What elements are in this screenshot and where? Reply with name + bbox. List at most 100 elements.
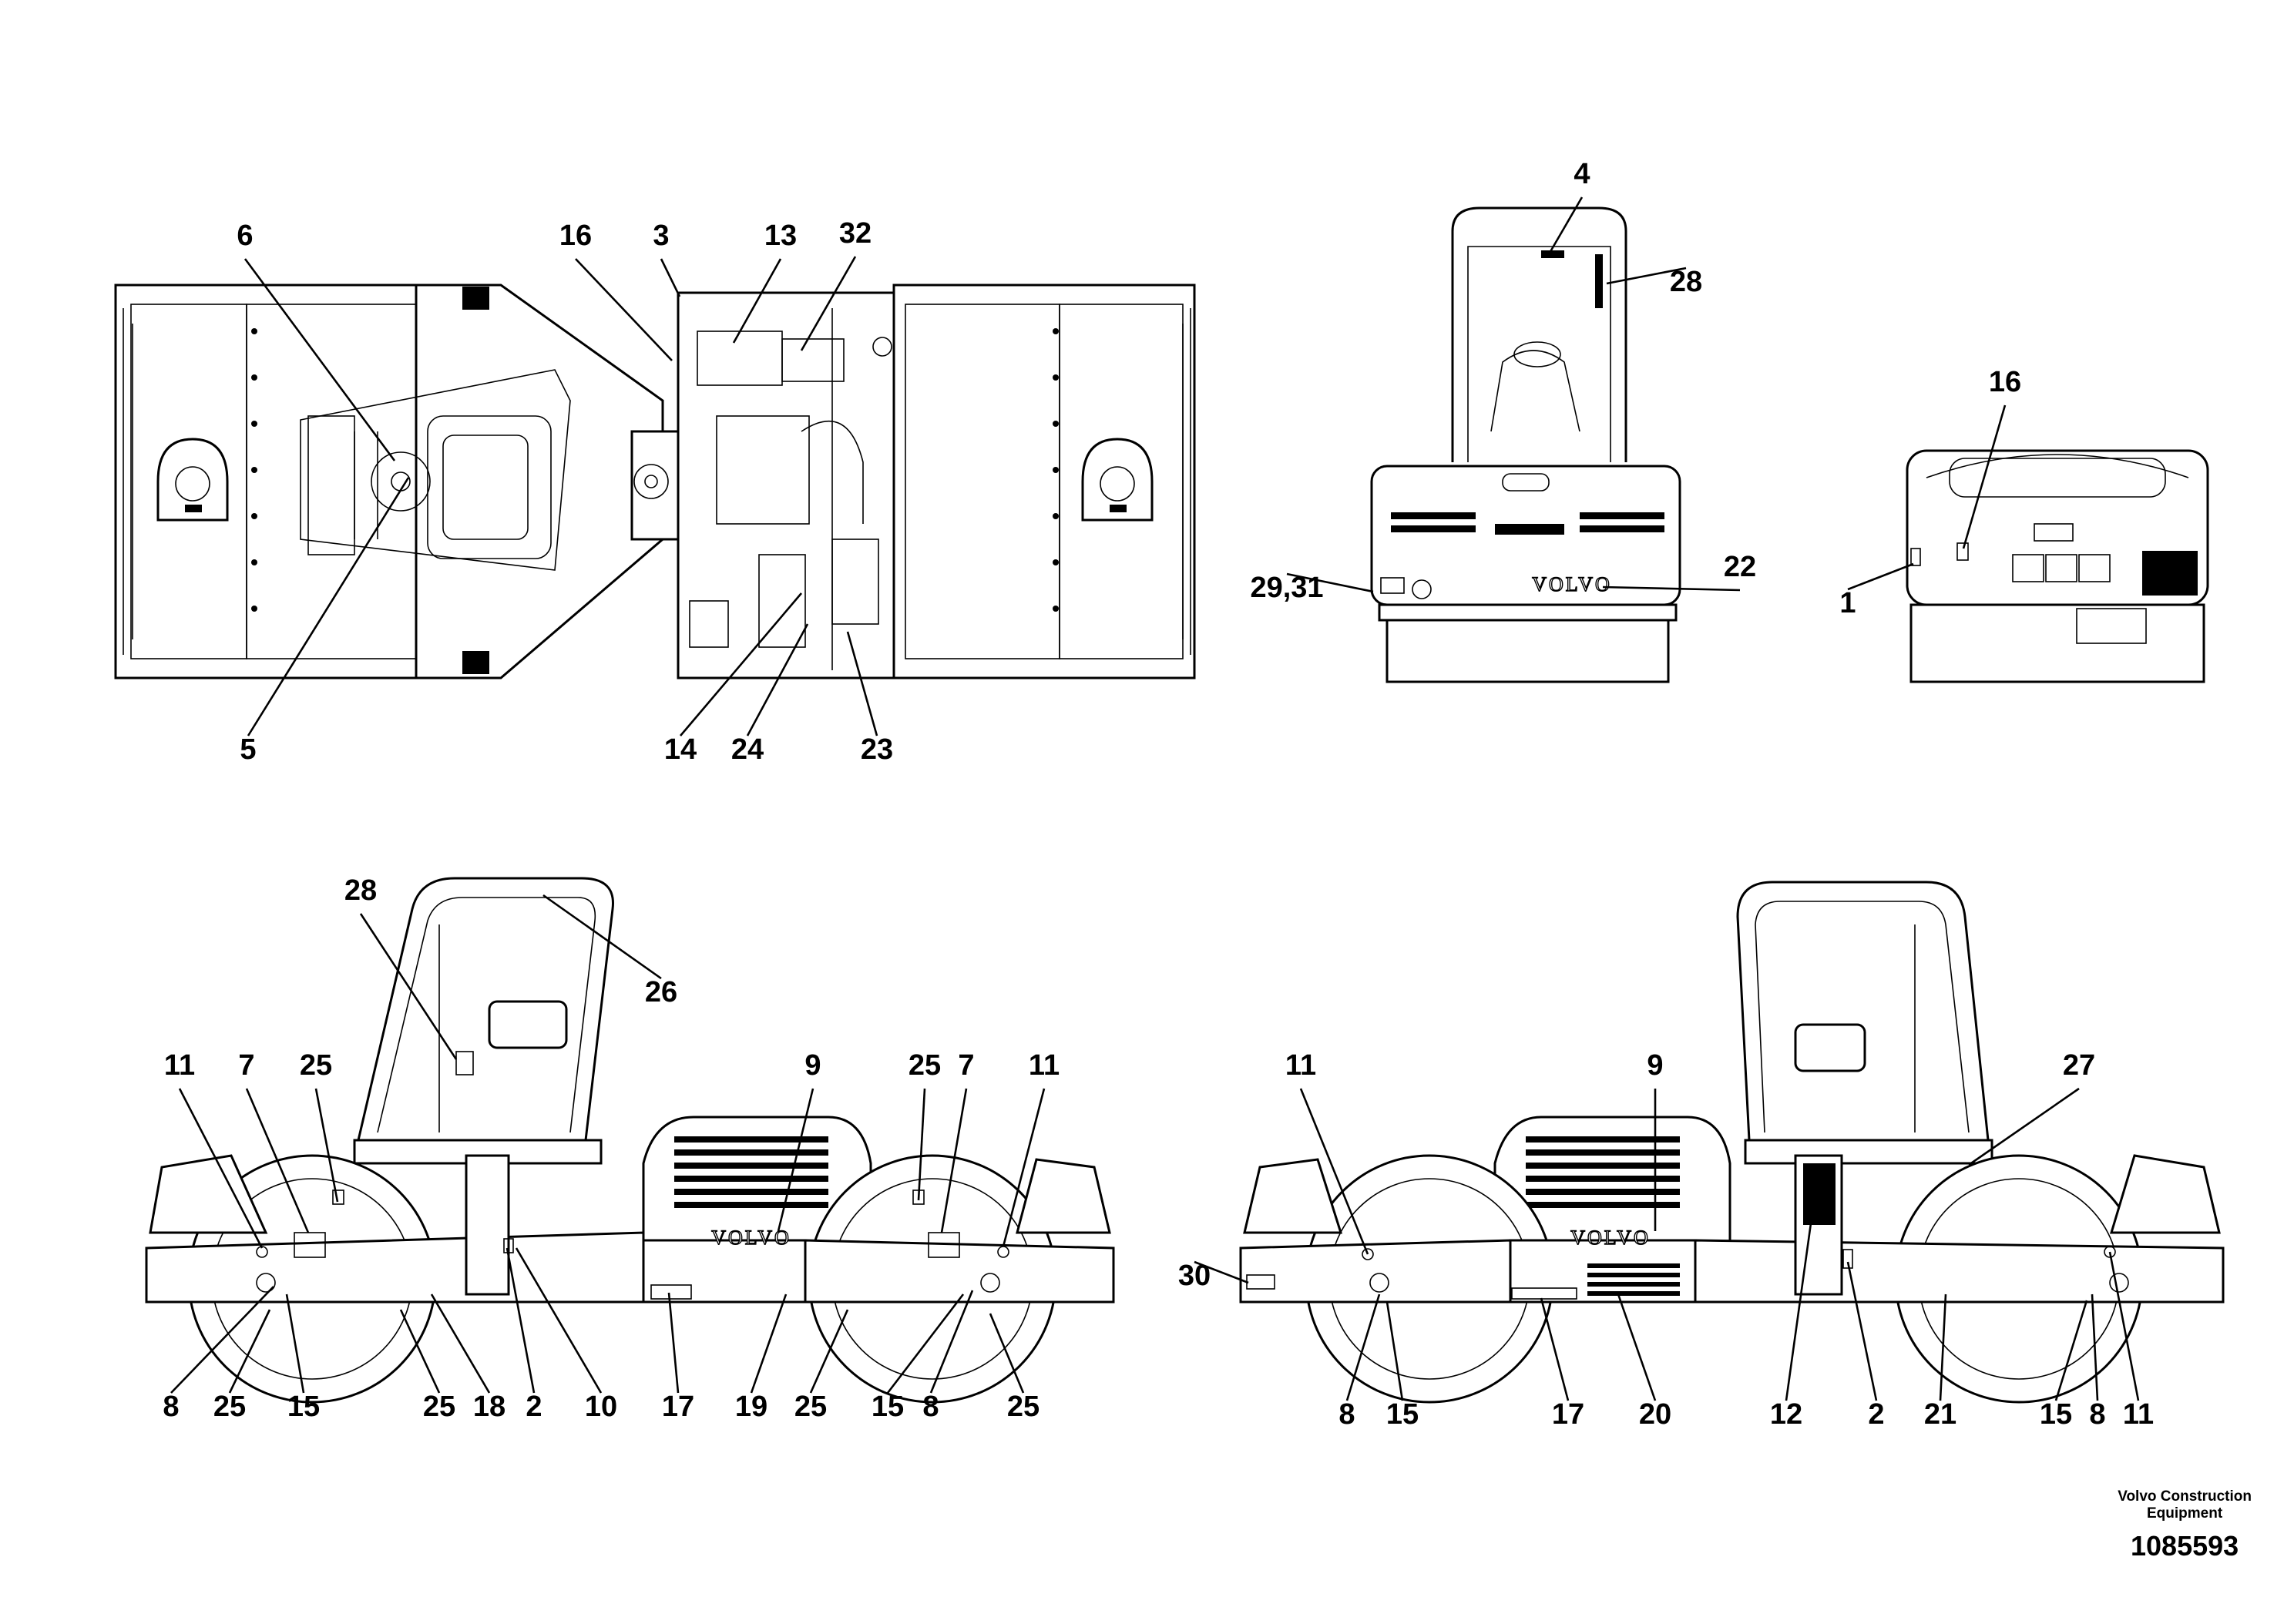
callout-left-side-view-5: 9 (777, 1049, 821, 1232)
callout-front-view-3: 22 (1602, 551, 1756, 592)
rear-plate-black (2142, 551, 2198, 596)
left-decal-7b (928, 1232, 960, 1258)
leader-line (777, 1088, 814, 1232)
callout-number: 1 (1839, 587, 1856, 619)
callout-number: 15 (1386, 1398, 1419, 1431)
callout-left-side-view-10: 25 (213, 1309, 271, 1423)
callout-top-view-5: 5 (240, 477, 410, 766)
leader-line (1847, 562, 1914, 591)
rear-decal-16 (1956, 542, 1969, 561)
leader-line (929, 1290, 974, 1394)
hood-grille-left (1391, 512, 1476, 532)
callout-number: 21 (1924, 1398, 1956, 1431)
leader-line (2108, 1251, 2140, 1401)
callout-left-side-view-9: 8 (163, 1286, 274, 1423)
callout-number: 26 (645, 976, 677, 1008)
right-decal-17 (1511, 1287, 1577, 1300)
callout-number: 29,31 (1250, 572, 1323, 604)
callout-number: 25 (300, 1049, 332, 1082)
front-drum (1385, 619, 1670, 683)
callout-number: 4 (1574, 158, 1590, 190)
leader-line (575, 258, 673, 361)
steering-wheel (371, 451, 431, 512)
leader-line (809, 1309, 849, 1394)
engine-hood-front (1370, 465, 1681, 606)
callout-number: 30 (1178, 1260, 1211, 1292)
left-decal-17 (650, 1284, 692, 1300)
callout-right-side-view-8: 12 (1770, 1223, 1812, 1431)
brand-line-2: Equipment (2147, 1505, 2223, 1522)
callout-number: 3 (653, 220, 669, 252)
leader-line (1602, 586, 1741, 592)
callout-top-view-8: 23 (846, 631, 893, 766)
callout-front-view-0: 4 (1547, 158, 1590, 255)
callout-right-side-view-7: 20 (1617, 1293, 1671, 1431)
leader-line (917, 1088, 926, 1201)
right-rear-housing (2109, 1154, 2221, 1234)
top-view (114, 284, 1196, 679)
callout-number: 25 (213, 1391, 246, 1423)
leader-line (1299, 1088, 1369, 1255)
left-decal-7a (294, 1232, 326, 1258)
callout-right-side-view-2: 27 (1968, 1049, 2095, 1166)
callout-number: 18 (473, 1391, 505, 1423)
leader-line (515, 1247, 603, 1394)
leader-line (247, 477, 410, 737)
leader-line (1194, 1260, 1249, 1284)
left-rear-housing (1016, 1158, 1111, 1234)
engine-compartment (677, 291, 895, 679)
callout-number: 13 (764, 220, 797, 252)
left-decal-25a (332, 1189, 344, 1205)
callout-left-side-view-7: 7 (940, 1049, 975, 1233)
footer-block: Volvo Construction Equipment 1085593 (2118, 1488, 2252, 1562)
callout-top-view-2: 3 (653, 220, 681, 297)
left-articulation (465, 1154, 510, 1296)
callout-left-side-view-13: 18 (430, 1293, 505, 1423)
callout-number: 11 (1029, 1049, 1060, 1082)
leader-line (1968, 1087, 2080, 1166)
callout-number: 25 (1007, 1391, 1040, 1423)
callout-number: 16 (1989, 366, 2021, 398)
callout-left-side-view-0: 28 (344, 874, 458, 1060)
leader-line (228, 1309, 271, 1394)
callout-number: 5 (240, 733, 256, 766)
callout-left-side-view-1: 26 (542, 894, 677, 1008)
front-view: VOLVO (1370, 206, 1681, 683)
hood-grille-right (1580, 512, 1664, 532)
rear-decal-1 (1910, 548, 1921, 566)
leader-line (1345, 1293, 1381, 1401)
leader-line (732, 258, 782, 344)
callout-number: 7 (958, 1049, 974, 1082)
leader-line (1785, 1223, 1812, 1401)
callout-top-view-1: 16 (559, 220, 673, 361)
leader-line (940, 1088, 968, 1233)
right-side-view: VOLVO (1239, 881, 2225, 1404)
front-bolt-row (251, 328, 257, 612)
callout-left-side-view-18: 25 (794, 1309, 849, 1423)
leader-line (2091, 1293, 2099, 1401)
leader-line (2054, 1300, 2088, 1401)
leader-line (430, 1293, 491, 1394)
callout-number: 25 (423, 1391, 455, 1423)
callout-number: 7 (238, 1049, 254, 1082)
callout-right-side-view-12: 8 (2089, 1293, 2106, 1431)
leader-line (750, 1293, 788, 1394)
leader-line (178, 1088, 264, 1249)
leader-line (886, 1293, 965, 1394)
right-center-grille (1587, 1263, 1680, 1296)
callout-number: 19 (735, 1391, 767, 1423)
leader-line (660, 258, 681, 297)
leader-line (244, 258, 396, 461)
right-front-housing (1243, 1158, 1343, 1234)
callout-right-side-view-6: 17 (1540, 1297, 1584, 1431)
callout-left-side-view-6: 25 (909, 1049, 941, 1201)
leader-line (1286, 572, 1374, 593)
left-hood-grille (674, 1136, 828, 1208)
callout-number: 28 (344, 874, 377, 907)
rear-view (1906, 449, 2209, 683)
callout-number: 9 (1647, 1049, 1663, 1082)
callout-left-side-view-19: 15 (872, 1293, 965, 1423)
callout-number: 2 (526, 1391, 542, 1423)
callout-number: 11 (2123, 1398, 2154, 1431)
